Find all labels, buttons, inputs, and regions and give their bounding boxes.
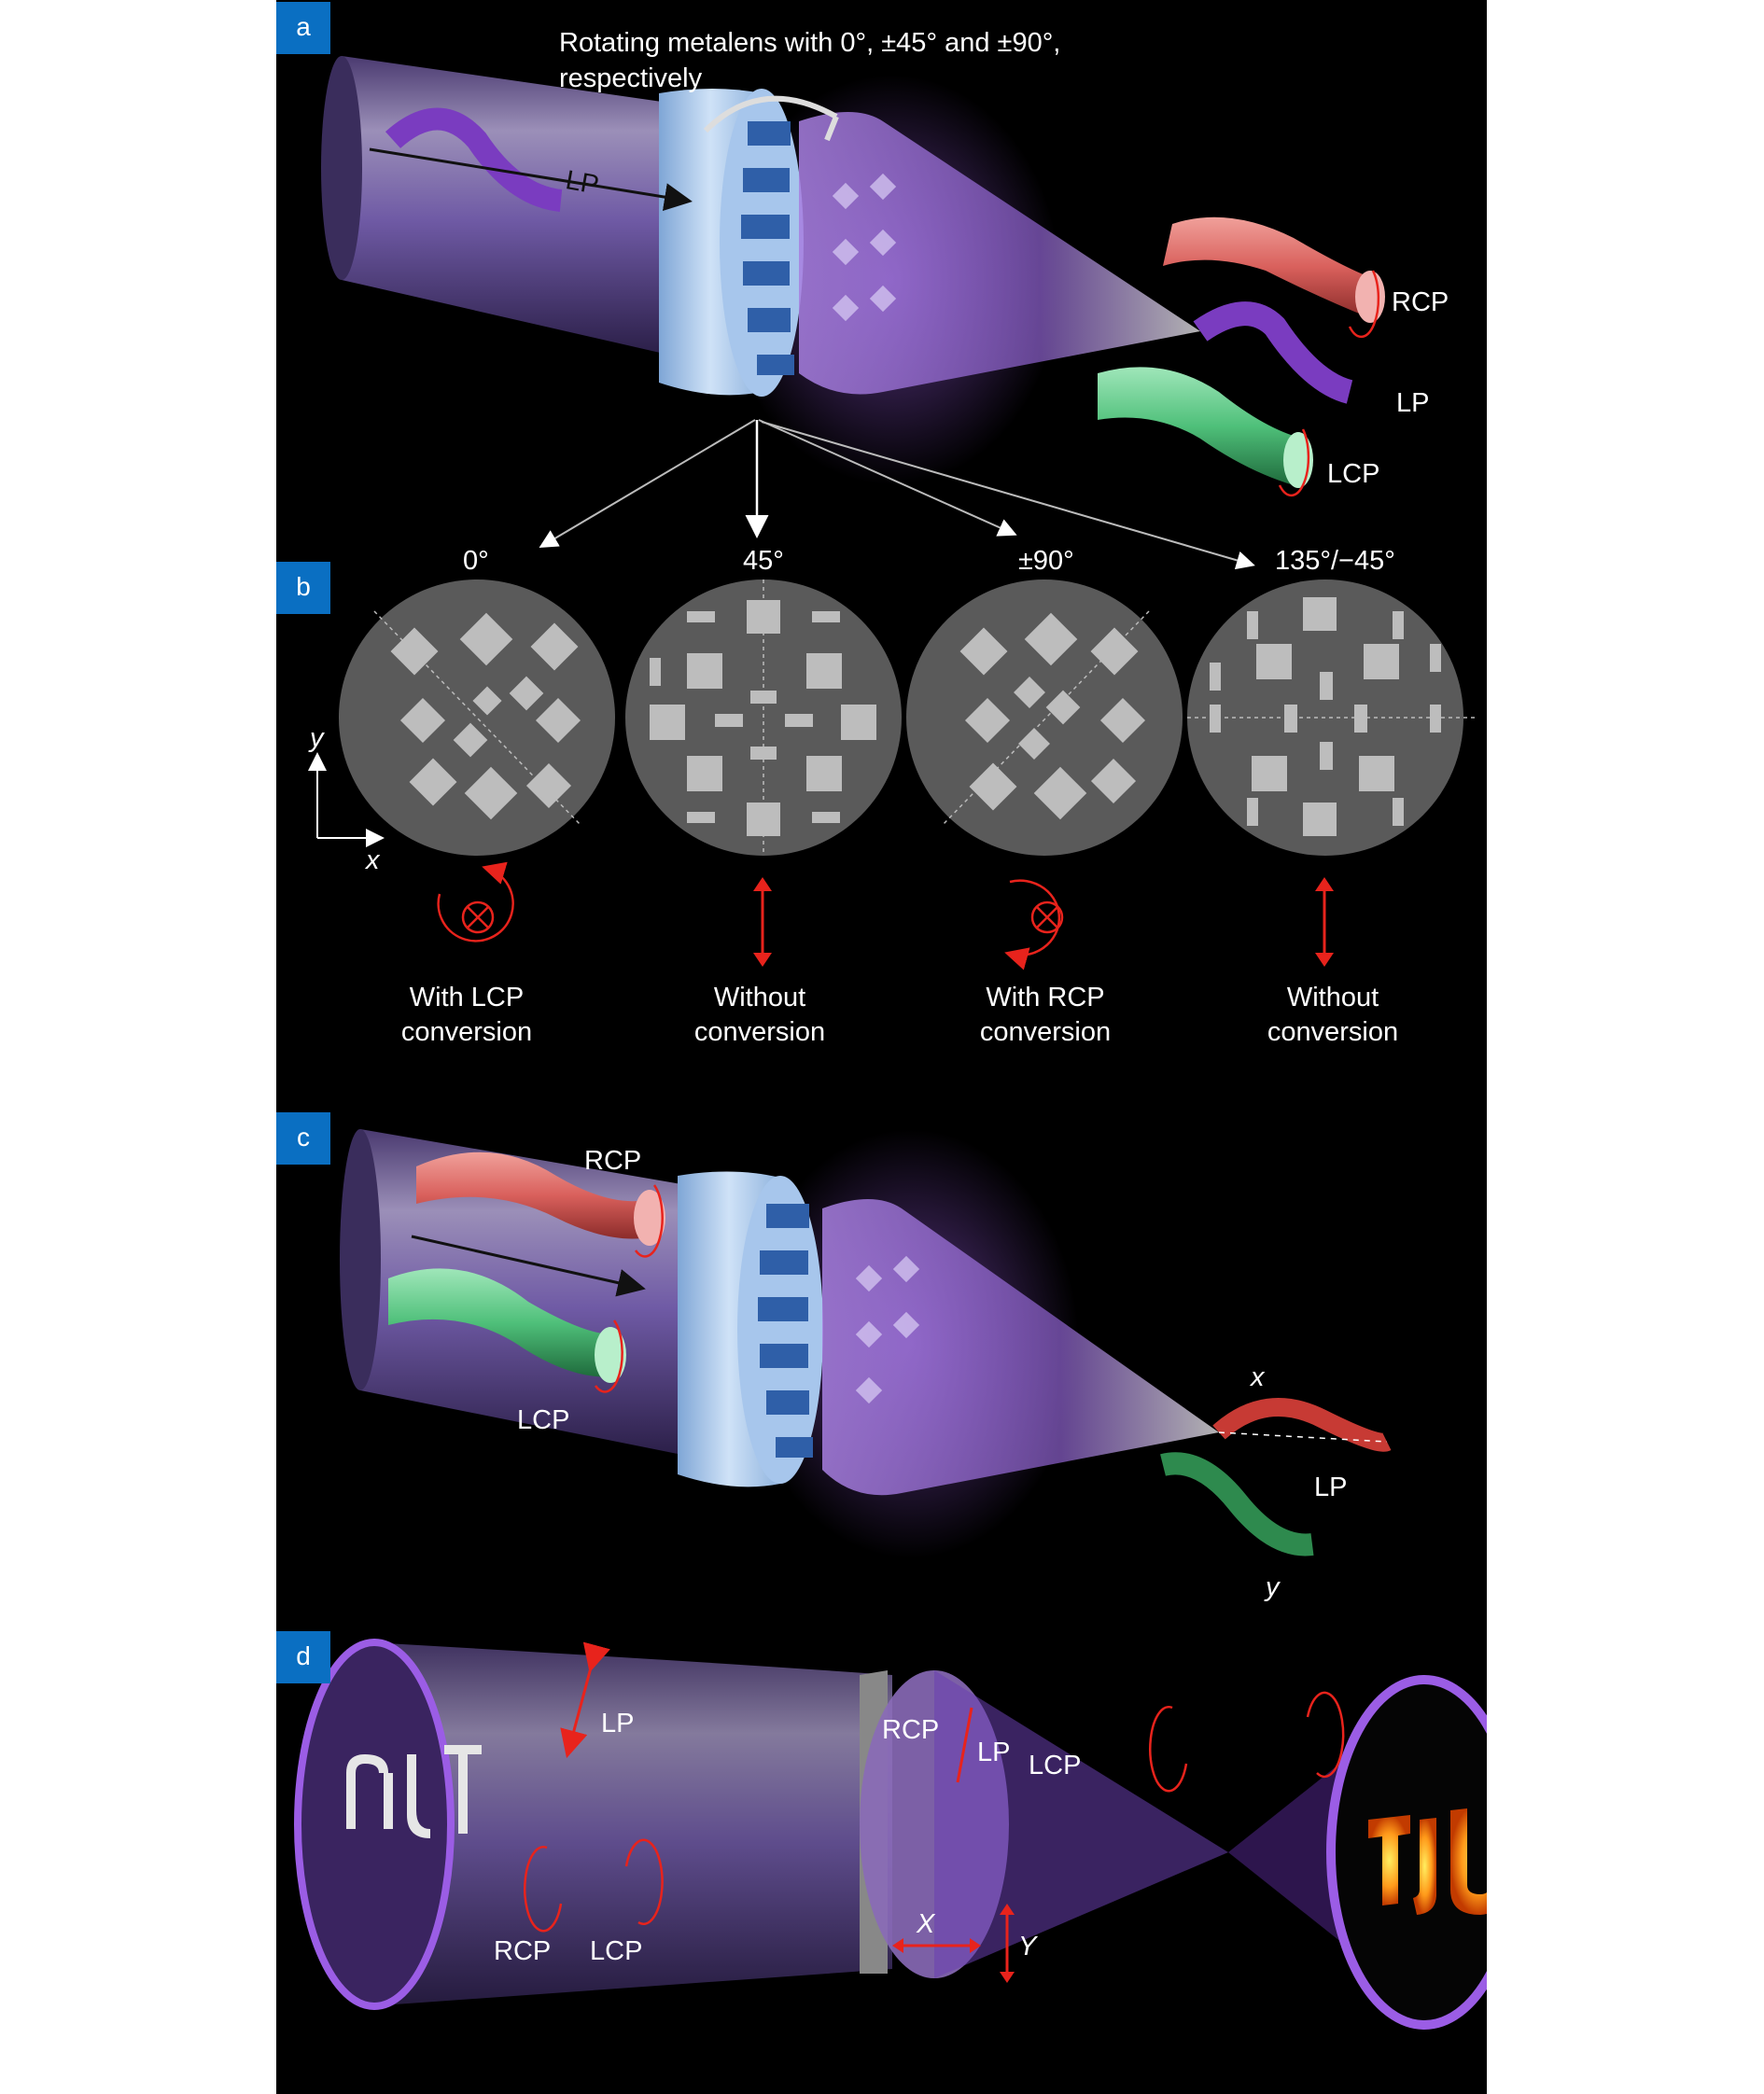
tju-output-image <box>1368 1808 1487 1915</box>
caption-line2: conversion <box>400 1017 533 1047</box>
panel-c-badge: c <box>276 1112 330 1165</box>
out-lp-label-c: LP <box>1314 1473 1348 1502</box>
caption-line1: Without <box>1286 983 1379 1012</box>
lcp-output-beam <box>1098 367 1313 488</box>
angle-label-45: 45° <box>743 546 784 576</box>
d-lp-left-label: LP <box>601 1709 635 1738</box>
rcp-input-beam <box>416 1152 665 1258</box>
rcp-rotation-icon <box>1004 879 1064 970</box>
panel-d-badge: d <box>276 1631 330 1683</box>
lcp-input-beam <box>388 1268 626 1393</box>
out-y-label: y <box>1266 1572 1280 1602</box>
caption-without-conversion-2: Without conversion <box>1211 981 1454 1050</box>
d-axis-Y-label: Y <box>1018 1932 1037 1961</box>
caption-line2: conversion <box>693 1017 826 1047</box>
caption-line1: With RCP <box>986 983 1105 1012</box>
caption-line2: conversion <box>1267 1017 1399 1047</box>
rotation-caption-line1: Rotating metalens with 0°, ±45° and ±90°… <box>559 28 1061 58</box>
in-rcp-label: RCP <box>584 1146 642 1176</box>
d-lp-top-label: LP <box>977 1738 1011 1767</box>
d-axis-X-label: X <box>917 1909 935 1939</box>
disk-90deg <box>906 579 1183 856</box>
disk-45deg <box>625 579 902 856</box>
caption-line1: Without <box>713 983 806 1012</box>
panel-a-illustration <box>321 56 1385 570</box>
d-rcp-top-label: RCP <box>882 1715 940 1745</box>
disk-135deg <box>1187 579 1476 856</box>
figure-drawing <box>294 56 1487 2030</box>
in-lcp-label: LCP <box>517 1405 570 1435</box>
caption-lcp-conversion: With LCP conversion <box>345 981 588 1050</box>
input-mirror-image <box>346 1745 482 1838</box>
lcp-rotation-icon <box>437 861 514 942</box>
d-rcp-bottom-label: RCP <box>494 1936 552 1966</box>
beam-in-label: LP <box>563 165 602 201</box>
xy-axes <box>308 752 385 847</box>
angle-label-0: 0° <box>463 546 489 576</box>
axis-x-label: x <box>366 845 380 875</box>
figure-canvas: a Rotating metalens with 0°, ±45° and ±9… <box>276 0 1487 2094</box>
panel-d-illustration <box>294 1639 1487 2030</box>
panel-b-disks <box>308 579 1476 970</box>
axis-y-label: y <box>310 723 324 753</box>
d-lcp-bottom-label: LCP <box>590 1936 643 1966</box>
angle-label-90: ±90° <box>1018 546 1074 576</box>
rotation-caption-line2: respectively <box>559 63 703 93</box>
out-lcp-label: LCP <box>1327 459 1380 489</box>
rcp-output-beam <box>1163 216 1385 323</box>
disk-0deg <box>339 579 615 856</box>
no-conversion-arrow-2 <box>1315 877 1334 967</box>
caption-rcp-conversion: With RCP conversion <box>924 981 1167 1050</box>
caption-line2: conversion <box>979 1017 1112 1047</box>
panel-c-illustration <box>340 1129 1392 1558</box>
panel-a-badge: a <box>276 2 330 54</box>
out-lp-label: LP <box>1396 388 1430 418</box>
caption-line1: With LCP <box>409 983 525 1012</box>
caption-without-conversion-1: Without conversion <box>638 981 881 1050</box>
no-conversion-arrow-1 <box>753 877 772 967</box>
angle-label-135: 135°/−45° <box>1275 546 1395 576</box>
d-lcp-top-label: LCP <box>1029 1751 1082 1780</box>
panel-b-badge: b <box>276 562 330 614</box>
out-rcp-label: RCP <box>1392 287 1449 317</box>
out-x-label: x <box>1251 1362 1265 1392</box>
